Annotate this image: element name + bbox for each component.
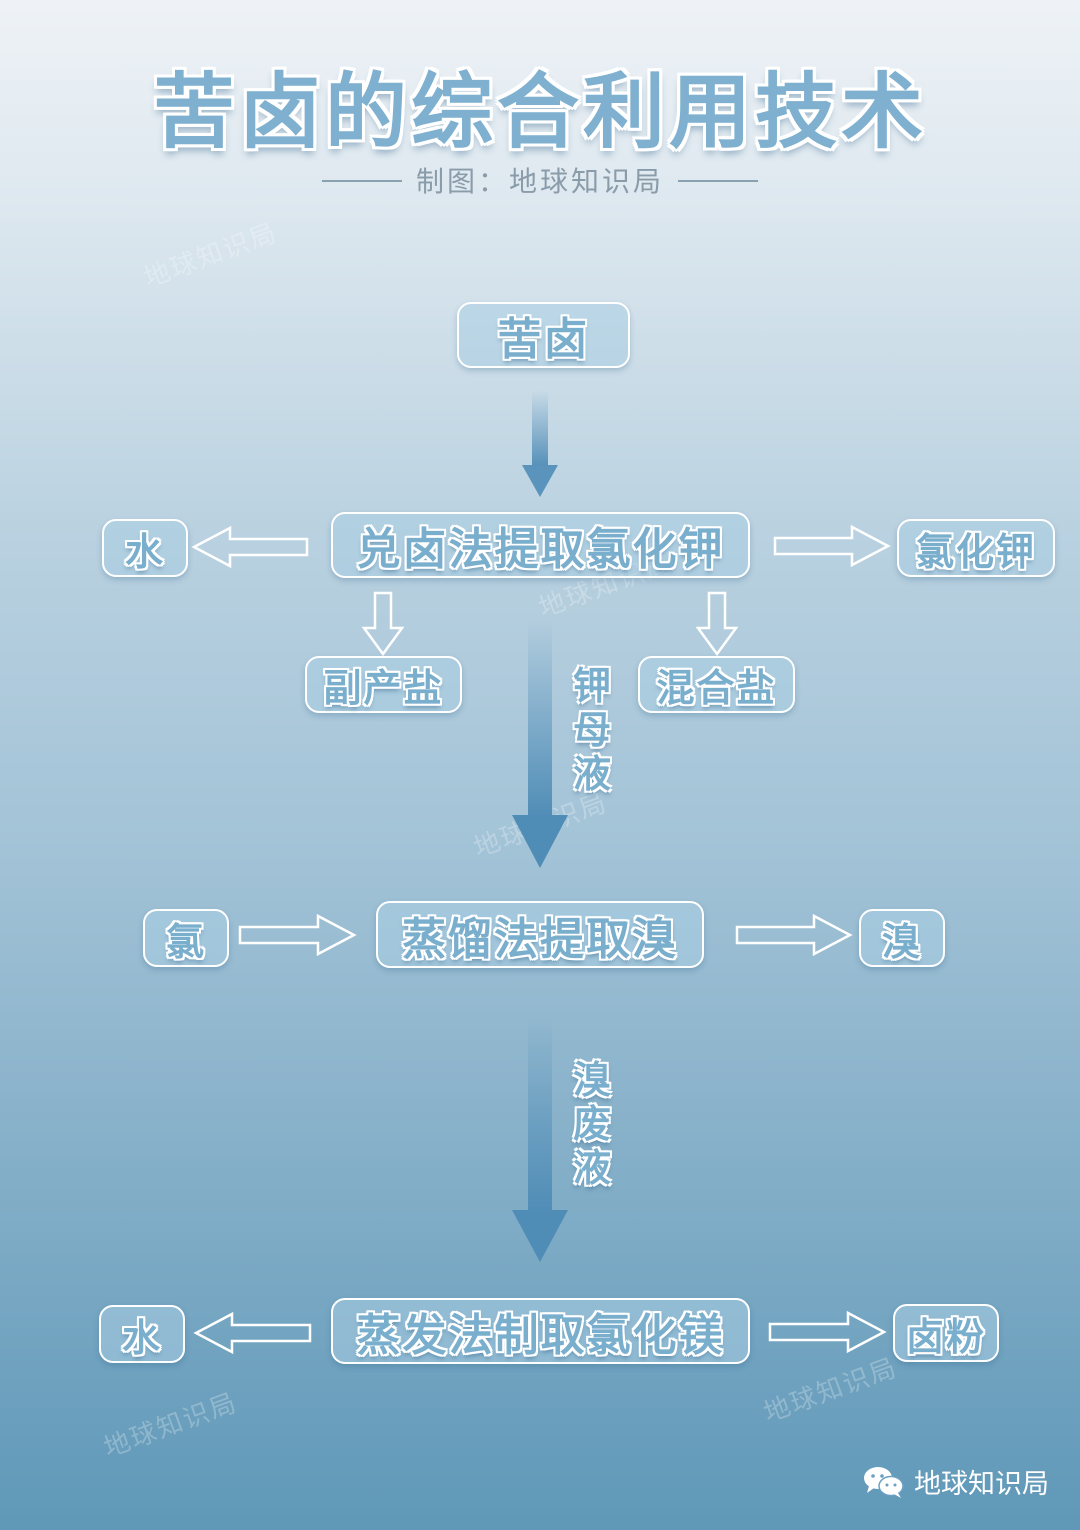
hollow-arrow-left bbox=[191, 525, 309, 569]
flow-label-bromine-waste: 溴 废 液 bbox=[562, 1058, 622, 1190]
credit-divider-right bbox=[678, 180, 758, 182]
flow-arrow-head bbox=[522, 465, 558, 497]
flow-label-char: 钾 bbox=[572, 664, 611, 708]
hollow-arrow-down bbox=[361, 591, 405, 657]
node-step3-powder: 卤粉 bbox=[893, 1304, 999, 1362]
page-title: 苦卤的综合利用技术 bbox=[152, 65, 927, 160]
node-step3: 蒸发法制取氯化镁 bbox=[331, 1298, 750, 1364]
flow-arrow-head bbox=[512, 815, 568, 868]
node-step1: 兑卤法提取氯化钾 bbox=[331, 512, 750, 578]
hollow-arrow-left bbox=[193, 1311, 312, 1355]
node-mixed-salt: 混合盐 bbox=[638, 656, 795, 713]
node-step2: 蒸馏法提取溴 bbox=[376, 901, 704, 968]
hollow-arrow-down bbox=[695, 591, 739, 657]
node-step3-water: 水 bbox=[99, 1305, 185, 1363]
flow-arrow-shaft bbox=[528, 620, 552, 820]
flow-label-char: 溴 bbox=[572, 1058, 611, 1102]
node-step2-bromine: 溴 bbox=[859, 909, 945, 967]
flow-label-char: 液 bbox=[572, 1146, 611, 1190]
node-source: 苦卤 bbox=[457, 302, 630, 368]
flow-label-char: 液 bbox=[572, 752, 611, 796]
hollow-arrow-right bbox=[735, 913, 853, 957]
hollow-arrow-right bbox=[768, 1310, 887, 1354]
flow-label-mother-liquor: 钾 母 液 bbox=[562, 664, 622, 796]
hollow-arrow-right bbox=[238, 913, 357, 957]
flow-arrow-shaft bbox=[528, 1015, 552, 1215]
footer-label: 地球知识局 bbox=[914, 1469, 1049, 1500]
credit-text: 制图：地球知识局 bbox=[415, 165, 664, 198]
wechat-icon bbox=[864, 1466, 904, 1498]
flow-label-char: 废 bbox=[572, 1102, 611, 1146]
credit-divider-left bbox=[322, 180, 402, 182]
flow-arrow-head bbox=[512, 1210, 568, 1262]
footer-brand: 地球知识局 bbox=[862, 1462, 1049, 1501]
node-step1-water: 水 bbox=[102, 519, 188, 577]
hollow-arrow-right bbox=[773, 524, 891, 568]
flow-label-char: 母 bbox=[572, 708, 611, 752]
flow-arrow-shaft bbox=[532, 390, 548, 470]
node-step1-kcl: 氯化钾 bbox=[897, 519, 1055, 577]
node-step2-chlorine: 氯 bbox=[143, 909, 229, 967]
node-byproduct-salt: 副产盐 bbox=[305, 656, 462, 713]
